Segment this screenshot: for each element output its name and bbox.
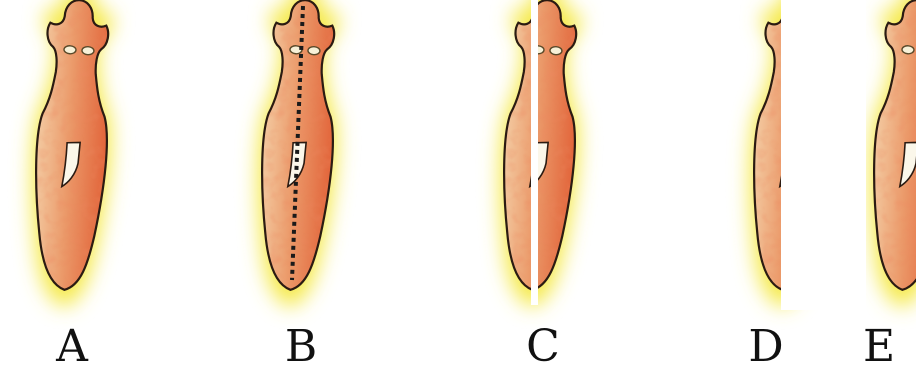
panel-label-c: C	[513, 322, 573, 372]
panel-label-a: A	[42, 322, 102, 372]
planarian-c	[492, 0, 589, 309]
removed-left-half-mask	[849, 0, 866, 310]
panel-label-e: E	[849, 322, 909, 372]
right-eyespot	[550, 46, 562, 55]
planarian-b	[250, 0, 347, 309]
planarian-e	[862, 0, 916, 309]
left-eyespot	[64, 45, 76, 54]
planarian-a	[24, 0, 121, 309]
removed-right-half-mask	[781, 0, 849, 310]
left-eyespot	[902, 45, 914, 54]
right-eyespot	[82, 46, 94, 55]
panel-label-d: D	[736, 322, 796, 372]
panel-label-b: B	[271, 322, 331, 372]
cut-gap	[531, 0, 538, 305]
right-eyespot	[308, 46, 320, 55]
